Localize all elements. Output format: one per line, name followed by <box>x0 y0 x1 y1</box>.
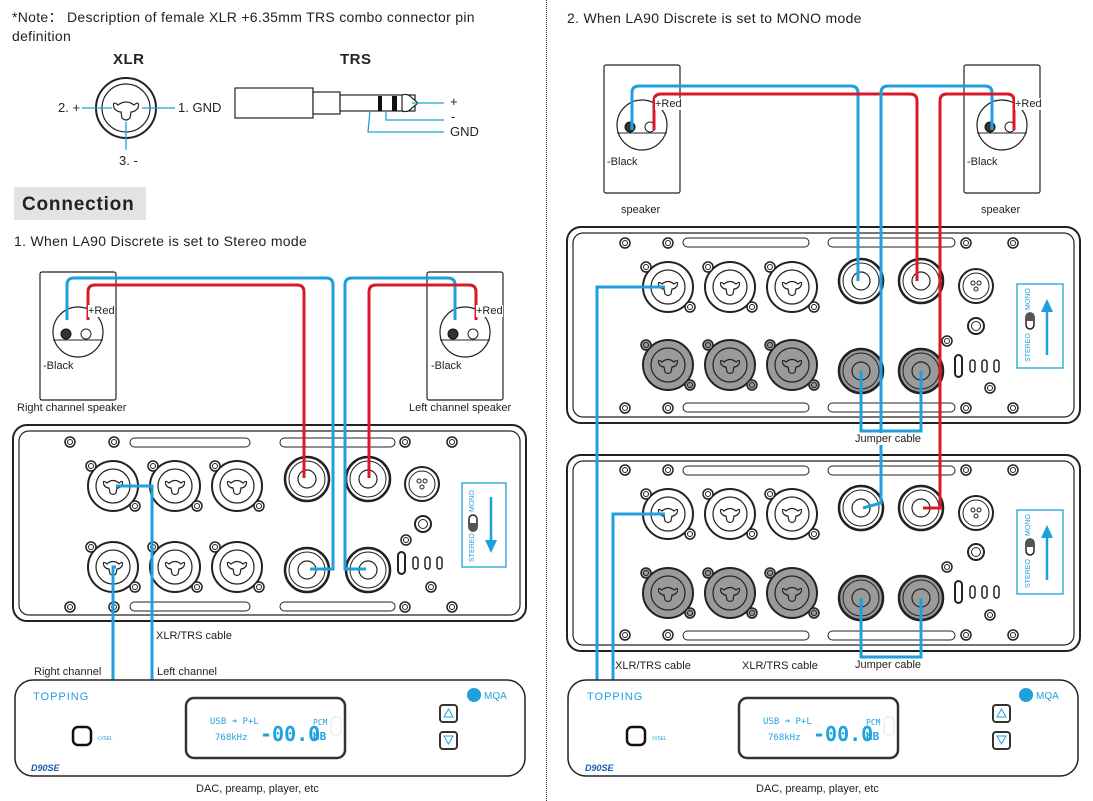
note-text: *Note： Description of female XLR +6.35mm… <box>12 9 475 44</box>
stereo-source-caption: DAC, preamp, player, etc <box>196 783 319 795</box>
trs-ring-label: - <box>451 109 456 124</box>
mono-right-speaker-caption: speaker <box>981 204 1021 216</box>
stereo-amp-rear-panel <box>12 424 527 622</box>
mono-top-switch-mono-label: MONO <box>1025 288 1032 310</box>
section-title: Connection <box>22 194 135 215</box>
stereo-speaker-cables <box>65 276 478 680</box>
trs-plug-diagram <box>234 87 444 133</box>
left-speaker-plus-label: +Red <box>476 305 503 317</box>
mono-speaker-cables <box>595 84 1016 680</box>
mono-left-speaker-plus-label: +Red <box>655 98 682 110</box>
left-speaker-caption: Left channel speaker <box>409 402 512 414</box>
stereo-lcd-unit: dB <box>313 730 327 743</box>
mono-right-speaker <box>963 64 1041 194</box>
mono-cable-label-1: XLR/TRS cable <box>615 660 691 672</box>
mono-lcd-volume: -00.0 <box>813 722 873 746</box>
right-speaker-caption: Right channel speaker <box>17 402 127 414</box>
right-channel-label: Right channel <box>34 666 102 678</box>
mono-lcd-format: PCM <box>866 718 881 727</box>
page-divider <box>546 0 547 801</box>
mono-dac-brand: TOPPING <box>587 691 643 703</box>
section-title-bg <box>14 187 146 220</box>
stereo-lcd-format: PCM <box>313 718 328 727</box>
mono-amp-bottom-rear-panel <box>566 454 1081 652</box>
xlr-pin3-label: 3. - <box>119 153 138 168</box>
left-channel-label: Left channel <box>157 666 217 678</box>
mono-top-mode-switch <box>1016 283 1064 369</box>
mono-bottom-mode-switch <box>1016 509 1064 595</box>
mono-amp-top-rear-panel <box>566 226 1081 424</box>
stereo-dac-brand: TOPPING <box>33 691 89 703</box>
right-channel-speaker <box>39 271 117 401</box>
stereo-dac-model: D90SE <box>31 763 61 773</box>
stereo-lcd-rate: 768kHz <box>215 733 248 743</box>
mono-right-speaker-plus-label: +Red <box>1015 98 1042 110</box>
right-speaker-plus-label: +Red <box>88 305 115 317</box>
mono-left-speaker-minus-label: -Black <box>607 156 638 168</box>
mono-dac-sel-label: ⏻/SEL <box>652 736 667 742</box>
xlr-pin1-label: 1. GND <box>178 100 222 115</box>
stereo-heading: 1. When LA90 Discrete is set to Stereo m… <box>14 233 308 249</box>
mono-jumper-label-bottom: Jumper cable <box>855 659 922 671</box>
stereo-cable-label: XLR/TRS cable <box>156 630 232 642</box>
stereo-lcd-volume: -00.0 <box>260 722 320 746</box>
stereo-lcd-input: USB ➜ P+L <box>210 717 259 727</box>
mono-right-speaker-minus-label: -Black <box>967 156 998 168</box>
stereo-dac-front <box>14 679 526 777</box>
stereo-switch-stereo-label: STEREO <box>469 533 476 562</box>
mono-jumper-label-top: Jumper cable <box>855 433 922 445</box>
mono-dac-model: D90SE <box>585 763 615 773</box>
mono-cable-label-2: XLR/TRS cable <box>742 660 818 672</box>
stereo-dac-mqa-logo: MQA <box>484 691 507 702</box>
mono-source-caption: DAC, preamp, player, etc <box>756 783 879 795</box>
mono-lcd-rate: 768kHz <box>768 733 801 743</box>
mono-bottom-switch-stereo-label: STEREO <box>1025 559 1032 588</box>
mono-heading: 2. When LA90 Discrete is set to MONO mod… <box>567 10 862 26</box>
stereo-dac-sel-label: ⏻/SEL <box>98 736 113 742</box>
stereo-switch-mono-label: MONO <box>469 490 476 512</box>
mono-left-speaker <box>603 64 681 194</box>
mono-left-speaker-caption: speaker <box>621 204 661 216</box>
xlr-pin2-label: 2. + <box>58 100 81 115</box>
trs-tip-label: + <box>450 94 458 109</box>
mono-lcd-unit: dB <box>866 730 880 743</box>
left-speaker-minus-label: -Black <box>431 360 462 372</box>
mono-lcd-input: USB ➜ P+L <box>763 717 812 727</box>
mono-dac-front <box>567 679 1079 777</box>
mono-top-switch-stereo-label: STEREO <box>1025 333 1032 362</box>
stereo-mode-switch <box>461 482 507 568</box>
xlr-title: XLR <box>113 51 145 68</box>
right-speaker-minus-label: -Black <box>43 360 74 372</box>
mono-bottom-switch-mono-label: MONO <box>1025 514 1032 536</box>
xlr-pin-diagram <box>82 77 175 150</box>
trs-sleeve-label: GND <box>450 124 479 139</box>
trs-title: TRS <box>340 51 372 68</box>
mono-dac-mqa-logo: MQA <box>1036 691 1059 702</box>
left-channel-speaker <box>426 271 504 401</box>
